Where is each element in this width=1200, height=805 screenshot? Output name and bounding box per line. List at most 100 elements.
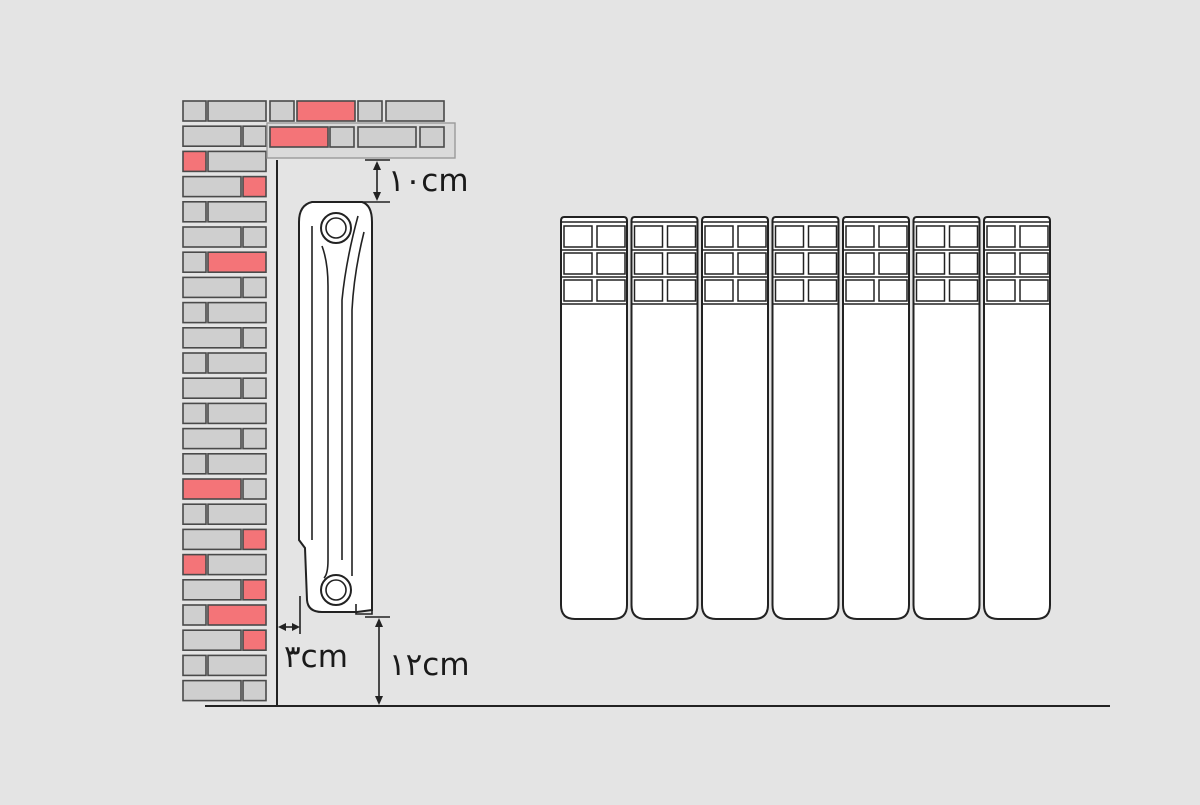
dimension-arrow [373,192,381,201]
brick [242,125,267,147]
brick [242,326,267,349]
brick [182,251,207,273]
radiator-side-rib [321,245,329,579]
fin-grid-cell [807,279,838,302]
brick [182,402,207,425]
fin-grid-cell [737,252,767,275]
brick-red [182,553,207,576]
fin-grid-cell [948,279,979,302]
brick [182,503,207,526]
top-pipe-connection-inner [325,217,347,239]
brick [182,201,207,223]
brick [182,125,242,147]
radiator-side-rib [341,215,359,560]
fin-grid-cell [948,252,979,275]
radiator-section-body [842,216,910,620]
fin-grid-cell [915,225,946,248]
brick [182,578,242,601]
brick [182,452,207,475]
brick-red [207,604,267,626]
fin-grid-cell [563,252,593,275]
dimension-arrow [278,623,286,631]
fin-grid-cell [633,225,664,248]
brick [182,301,207,324]
bottom-pipe-connection-inner [325,579,347,601]
fin-grid-cell [915,252,946,275]
radiator-section [630,216,699,620]
brick-wall [182,100,267,702]
radiator-section-body [983,216,1051,620]
dimension-arrow [375,618,383,627]
brick [207,150,267,173]
floor-clearance-label: ۱۲cm [389,647,470,683]
brick [242,276,267,299]
fin-grid-cell [845,279,875,302]
radiator-section [842,216,910,620]
brick-red [207,251,267,273]
radiator-section [701,216,769,620]
fin-grid-cell [737,225,767,248]
fin-grid-cell [986,225,1016,248]
dimension-floor-clearance [365,616,390,705]
brick-red [269,126,329,148]
fin-grid-cell [878,279,908,302]
radiator-section-body [912,216,981,620]
fin-grid-cell [878,252,908,275]
brick-red [242,578,267,601]
brick [207,100,267,122]
brick-red [242,629,267,652]
fin-grid-cell [563,279,593,302]
brick [207,452,267,475]
fin-grid-cell [633,279,664,302]
fin-grid-cell [845,252,875,275]
radiator-side-rib [351,231,365,576]
brick-red [242,528,267,551]
brick [242,679,267,702]
dimension-arrow [375,696,383,705]
brick [385,100,445,122]
dimension-arrow [292,623,300,631]
fin-grid-cell [774,279,805,302]
radiator-front-view [560,216,1051,620]
brick [182,377,242,400]
fin-grid-cell [563,225,593,248]
brick [182,100,207,122]
dimension-top-clearance [360,159,390,203]
top-clearance-label: ۱۰cm [388,163,469,199]
brick [207,301,267,324]
brick [269,100,295,122]
brick [207,402,267,425]
brick [242,427,267,450]
dimension-wall-gap [278,596,301,634]
fin-grid-cell [596,279,626,302]
brick [182,276,242,299]
window-sill [266,100,456,159]
brick [182,226,242,248]
brick [207,654,267,677]
fin-grid-cell [986,279,1016,302]
fin-grid-cell [986,252,1016,275]
wall-gap-label: ۳cm [284,639,348,675]
radiator-section-body [771,216,840,620]
brick [329,126,355,148]
brick [182,654,207,677]
brick [182,175,242,198]
fin-grid-cell [915,279,946,302]
radiator-section-body [701,216,769,620]
fin-grid-cell [774,225,805,248]
brick [182,629,242,652]
fin-grid-cell [666,279,697,302]
fin-grid-cell [1019,225,1049,248]
radiator-section [912,216,981,620]
radiator-section-body [630,216,699,620]
fin-grid-cell [774,252,805,275]
brick [419,126,445,148]
brick [357,126,417,148]
dimension-arrow [373,161,381,170]
brick [182,352,207,374]
fin-grid-cell [596,252,626,275]
radiator-section [771,216,840,620]
radiator-side-view [298,201,373,615]
fin-grid-cell [878,225,908,248]
